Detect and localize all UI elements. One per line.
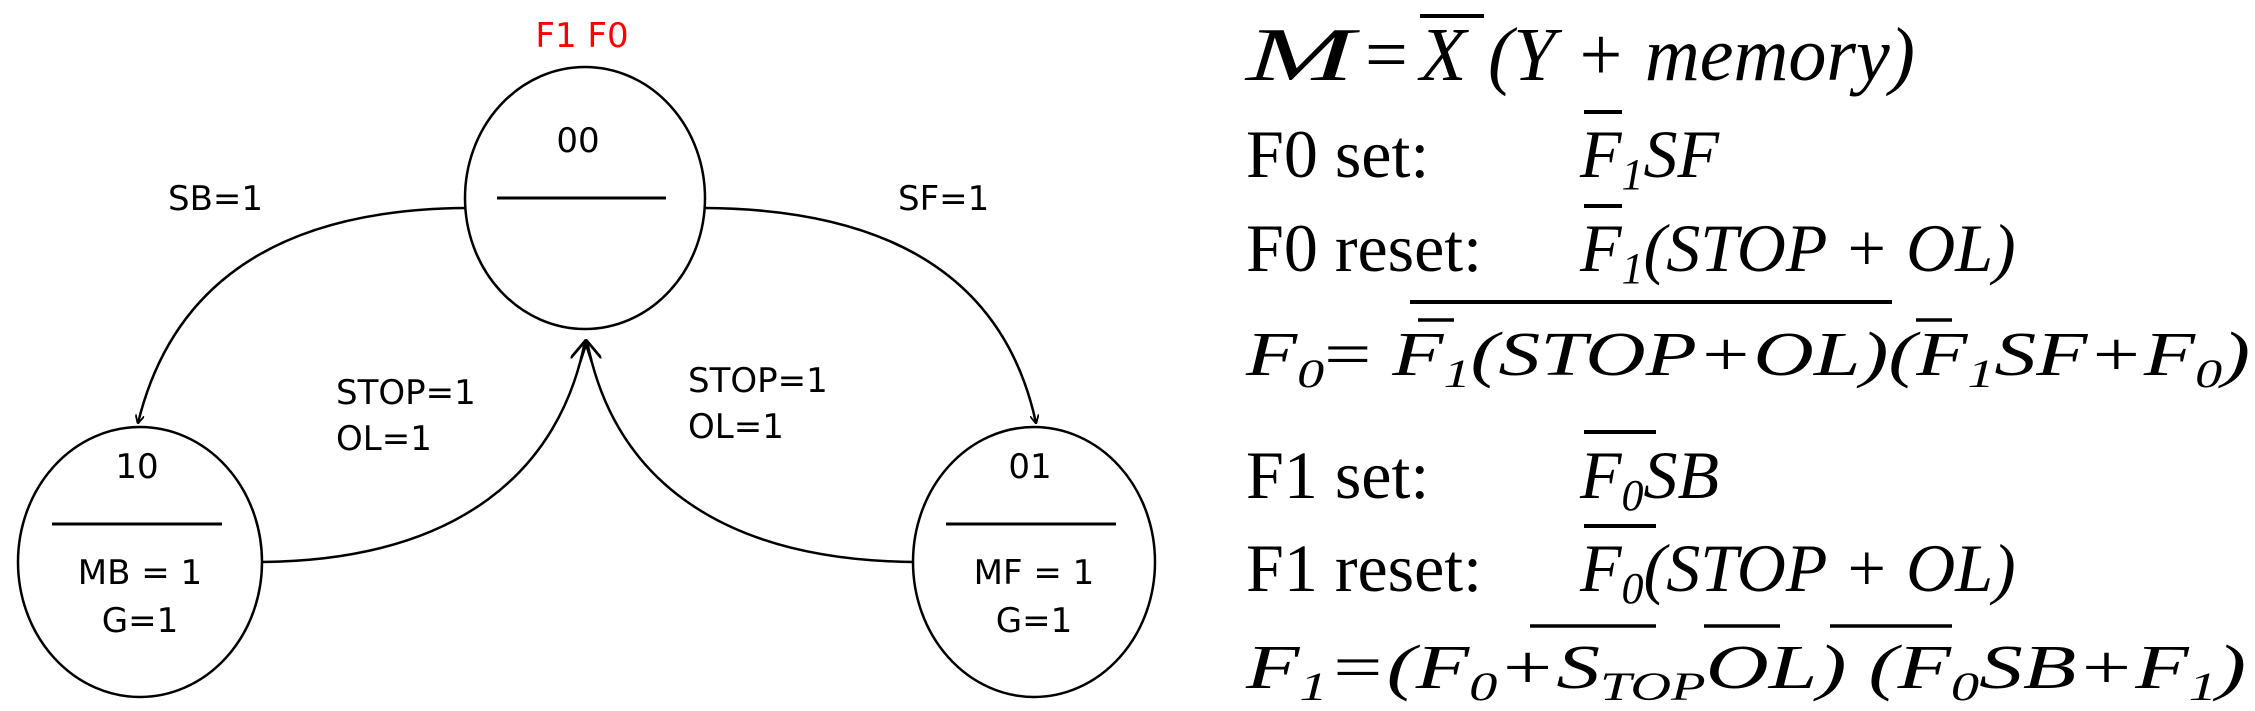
arc-00-to-10 — [138, 206, 467, 423]
equation-f0-reset-rest: (STOP + OL) — [1644, 210, 2016, 286]
equation-f0-set-f: F — [1579, 116, 1623, 192]
equation-f0-reset-sub: 1 — [1622, 244, 1644, 293]
equation-f0-mid: SF+F — [1994, 321, 2196, 389]
equation-f1-set-sub: 0 — [1622, 471, 1644, 520]
equation-f1-ol: OL — [1706, 634, 1818, 702]
equation-f0-reset-label: F0 reset: — [1246, 210, 1482, 286]
equation-m: M = X (Y + memory) — [1244, 13, 1915, 97]
equation-f1-plus: + — [1497, 634, 1556, 702]
equation-f0-set: F0 set: F1SF — [1246, 110, 1721, 199]
equation-f0-lhs: F — [1245, 321, 1299, 389]
equation-f0-bar-f: F — [1391, 321, 1445, 389]
equation-f1-open2: ( — [1847, 634, 1903, 702]
transition-label-ol-left: OL=1 — [336, 419, 432, 459]
svg-text:F0SB: F0SB — [1579, 437, 1719, 520]
state-00-code: 00 — [556, 121, 599, 161]
equation-f0-lhs-sub: 0 — [1297, 351, 1324, 396]
state-10: 10 MB = 1 G=1 — [16, 425, 264, 699]
equation-f0-bar-rest: (STOP+OL) — [1470, 321, 1888, 389]
equation-f1-lhs-sub: 1 — [1299, 664, 1327, 709]
equation-f1-eq: =(F — [1328, 634, 1471, 702]
svg-text:F0= F1(STOP+OL)(F1SF+F0): F0= F1(STOP+OL)(F1SF+F0) — [1245, 321, 2250, 396]
equation-f0-reset-f: F — [1579, 210, 1623, 286]
transition-label-sb: SB=1 — [168, 179, 263, 219]
equation-f0-bar-sub: 1 — [1443, 351, 1470, 396]
equation-f1-s-sub: TOP — [1600, 664, 1706, 709]
transition-label-stop-right: STOP=1 — [688, 361, 828, 401]
state-bits-header: F1 F0 — [535, 16, 628, 56]
equation-f0-f: F — [1915, 321, 1969, 389]
svg-text:F1SF: F1SF — [1579, 116, 1721, 199]
svg-text:F0(STOP + OL): F0(STOP + OL) — [1579, 530, 2016, 613]
equation-f1-reset-f: F — [1579, 530, 1623, 606]
equation-f1-set-label: F1 set: — [1246, 437, 1429, 513]
state-00: 00 — [463, 65, 707, 331]
equation-f1-mid: SB+F — [1979, 634, 2190, 702]
equation-f1-set-f: F — [1579, 437, 1623, 513]
arc-00-to-01 — [704, 206, 1036, 423]
equation-f1-reset: F1 reset: F0(STOP + OL) — [1246, 524, 2016, 613]
state-01: 01 MF = 1 G=1 — [911, 425, 1157, 699]
equation-f0-reset: F0 reset: F1(STOP + OL) — [1246, 204, 2016, 293]
arc-01-to-00 — [587, 341, 915, 564]
equation-f1-a-sub: 0 — [1469, 664, 1497, 709]
equation-f0-set-rest: SF — [1644, 116, 1721, 192]
transition-label-ol-right: OL=1 — [688, 407, 784, 447]
equation-f0-set-sub: 1 — [1622, 150, 1644, 199]
equation-f1-close1: ) — [1813, 634, 1846, 702]
equation-f0-sub: 1 — [1967, 351, 1994, 396]
transition-label-stop-left: STOP=1 — [336, 373, 476, 413]
equation-f1-lhs: F — [1245, 634, 1301, 702]
equation-f0-eq: = — [1324, 321, 1392, 389]
equation-f1-reset-label: F1 reset: — [1246, 530, 1482, 606]
equation-f1-s: S — [1556, 634, 1600, 702]
equation-f1-mid-sub: 1 — [2189, 664, 2217, 709]
equation-m-lhs: M — [1244, 13, 1360, 97]
state-10-output-g: G=1 — [102, 601, 178, 641]
svg-text:M: M — [1244, 13, 1360, 97]
equation-f0-open: ( — [1888, 321, 1920, 389]
state-10-output-mb: MB = 1 — [78, 553, 202, 593]
equation-f1-reset-sub: 0 — [1622, 564, 1644, 613]
equation-m-x: X — [1417, 13, 1469, 97]
equation-f0-mid-sub: 0 — [2195, 351, 2222, 396]
equation-f0-set-label: F0 set: — [1246, 116, 1429, 192]
equation-m-eq: = — [1346, 13, 1427, 97]
state-01-code: 01 — [1008, 447, 1051, 487]
svg-text:F1(STOP + OL): F1(STOP + OL) — [1579, 210, 2016, 293]
state-01-output-g: G=1 — [996, 601, 1072, 641]
equation-f1-close2: ) — [2213, 634, 2246, 702]
equation-m-rest: (Y + memory) — [1488, 13, 1915, 97]
equation-f0-close: ) — [2218, 321, 2250, 389]
equation-f1-set-rest: SB — [1644, 437, 1720, 513]
state-10-code: 10 — [115, 447, 158, 487]
equation-f1-f: F — [1896, 634, 1952, 702]
equation-f1-reset-rest: (STOP + OL) — [1644, 530, 2016, 606]
arc-10-to-00 — [261, 341, 585, 564]
state-01-output-mf: MF = 1 — [974, 553, 1095, 593]
equation-f1-sub: 0 — [1951, 664, 1979, 709]
transition-label-sf: SF=1 — [898, 179, 989, 219]
equation-f1-set: F1 set: F0SB — [1246, 430, 1719, 520]
